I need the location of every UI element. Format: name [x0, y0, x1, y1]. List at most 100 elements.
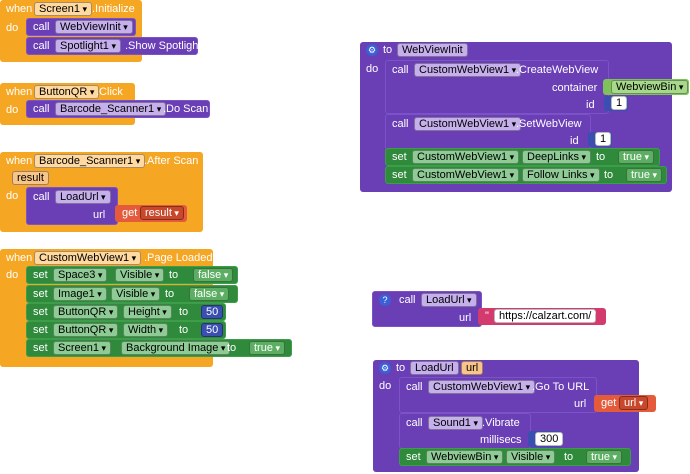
component-dropdown[interactable]: Screen1: [34, 2, 93, 16]
number-field[interactable]: 1: [611, 96, 628, 110]
boolean-value[interactable]: true: [626, 168, 662, 182]
component-dropdown[interactable]: WebviewBin: [611, 80, 689, 94]
call-block-barcode-doscan[interactable]: call Barcode_Scanner1 .Do Scan: [26, 100, 210, 118]
method-name: .Show Spotlight: [125, 40, 202, 52]
procedure-dropdown[interactable]: LoadUrl: [421, 293, 477, 307]
string-block-url[interactable]: " https://calzart.com/ ": [478, 308, 606, 325]
quote-close: ": [592, 310, 596, 322]
component-dropdown[interactable]: Screen1: [53, 341, 112, 355]
gear-icon[interactable]: ⚙: [379, 362, 391, 374]
component-dropdown[interactable]: CustomWebView1: [414, 117, 522, 131]
set-block-buttonqr-width[interactable]: set ButtonQR Width to 50: [26, 321, 226, 339]
when-keyword: when: [6, 155, 33, 167]
procedure-name-field[interactable]: WebViewInit: [397, 43, 468, 57]
argument-label-url: url: [574, 398, 587, 410]
call-keyword: call: [33, 191, 50, 203]
call-block-spotlight[interactable]: call Spotlight1 .Show Spotlight: [26, 37, 202, 55]
do-keyword: do: [6, 22, 19, 34]
call-block-gotourl[interactable]: call CustomWebView1 .Go To URL url: [399, 377, 597, 413]
number-block-id[interactable]: 1: [604, 96, 628, 111]
property-dropdown[interactable]: Visible: [506, 450, 556, 464]
variable-dropdown[interactable]: result: [140, 206, 184, 220]
variable-dropdown[interactable]: url: [619, 396, 649, 410]
procedure-dropdown[interactable]: LoadUrl: [55, 190, 111, 204]
call-block-loadurl-standalone[interactable]: ? call LoadUrl url: [372, 291, 482, 327]
number-value[interactable]: 50: [201, 323, 224, 337]
number-block-id-2[interactable]: 1: [588, 132, 612, 147]
property-dropdown[interactable]: DeepLinks: [522, 150, 592, 164]
call-block-webviewinit[interactable]: call WebViewInit: [26, 18, 136, 36]
set-block-space3-visible[interactable]: set Space3 Visible to false: [26, 266, 238, 284]
call-block-createwebview[interactable]: call CustomWebView1 .CreateWebView conta…: [385, 60, 609, 114]
property-dropdown[interactable]: Height: [123, 305, 172, 319]
boolean-value[interactable]: true: [249, 341, 285, 355]
set-block-screen1-bgimage[interactable]: set Screen1 Background Image to true: [26, 339, 292, 357]
set-block-image1-visible[interactable]: set Image1 Visible to false: [26, 285, 238, 303]
component-dropdown[interactable]: CustomWebView1: [428, 380, 536, 394]
component-dropdown[interactable]: ButtonQR: [53, 323, 119, 337]
gear-icon[interactable]: ⚙: [366, 44, 378, 56]
number-value[interactable]: 50: [201, 305, 224, 319]
to-keyword: to: [383, 44, 393, 56]
boolean-value[interactable]: true: [618, 150, 654, 164]
argument-label-url: url: [459, 312, 472, 324]
component-dropdown[interactable]: Barcode_Scanner1: [55, 102, 167, 116]
call-block-vibrate[interactable]: call Sound1 .Vibrate millisecs: [399, 413, 531, 449]
do-keyword: do: [6, 104, 19, 116]
get-block-url[interactable]: get url: [594, 395, 656, 412]
property-dropdown[interactable]: Follow Links: [522, 168, 600, 182]
property-dropdown[interactable]: Background Image: [121, 341, 231, 355]
number-field[interactable]: 1: [595, 132, 612, 146]
component-dropdown[interactable]: ButtonQR: [53, 305, 119, 319]
get-block-result[interactable]: get result: [115, 205, 187, 222]
boolean-value[interactable]: false: [193, 268, 234, 282]
call-block-setwebview[interactable]: call CustomWebView1 .SetWebView id: [385, 114, 591, 150]
property-dropdown[interactable]: Width: [123, 323, 169, 337]
when-keyword: when: [6, 252, 33, 264]
help-icon[interactable]: ?: [379, 294, 391, 306]
method-name: .Go To URL: [532, 381, 590, 393]
component-dropdown[interactable]: Sound1: [428, 416, 483, 430]
set-keyword: set: [392, 151, 407, 163]
set-keyword: set: [33, 342, 48, 354]
call-block-loadurl[interactable]: call LoadUrl url: [26, 187, 118, 225]
number-field[interactable]: 300: [535, 432, 564, 446]
event-block-buttonqr-click[interactable]: when ButtonQR .Click do: [0, 83, 135, 125]
event-name: .After Scan: [144, 155, 199, 167]
procedure-dropdown[interactable]: WebViewInit: [55, 20, 133, 34]
to-keyword: to: [179, 306, 189, 318]
set-block-buttonqr-height[interactable]: set ButtonQR Height to 50: [26, 303, 226, 321]
property-dropdown[interactable]: Visible: [111, 287, 161, 301]
method-name: .Do Scan: [163, 103, 209, 115]
boolean-value[interactable]: true: [586, 450, 622, 464]
to-keyword: to: [165, 288, 175, 300]
property-dropdown[interactable]: Visible: [115, 268, 165, 282]
string-field[interactable]: https://calzart.com/: [494, 309, 597, 323]
boolean-value[interactable]: false: [189, 287, 230, 301]
component-dropdown[interactable]: Image1: [53, 287, 107, 301]
event-parameter-result[interactable]: result: [12, 171, 49, 185]
component-dropdown[interactable]: Spotlight1: [55, 39, 121, 53]
component-dropdown[interactable]: ButtonQR: [34, 85, 100, 99]
set-keyword: set: [33, 324, 48, 336]
component-block-webviewbin[interactable]: WebviewBin: [603, 79, 689, 95]
component-dropdown[interactable]: CustomWebView1: [412, 168, 520, 182]
procedure-name-field[interactable]: LoadUrl: [410, 361, 459, 375]
to-keyword: to: [596, 151, 606, 163]
get-keyword: get: [122, 207, 138, 219]
to-keyword: to: [604, 169, 614, 181]
component-dropdown[interactable]: Space3: [53, 268, 108, 282]
set-block-webviewbin-visible[interactable]: set WebviewBin Visible to true: [399, 448, 631, 466]
component-dropdown[interactable]: CustomWebView1: [34, 251, 142, 265]
procedure-parameter-url[interactable]: url: [461, 361, 484, 375]
component-dropdown[interactable]: CustomWebView1: [412, 150, 520, 164]
component-dropdown[interactable]: WebviewBin: [426, 450, 504, 464]
number-block-millisecs[interactable]: 300: [528, 431, 564, 447]
component-dropdown[interactable]: Barcode_Scanner1: [34, 154, 146, 168]
set-block-deeplinks[interactable]: set CustomWebView1 DeepLinks to true: [385, 148, 660, 166]
component-dropdown[interactable]: CustomWebView1: [414, 63, 522, 77]
to-keyword: to: [396, 362, 406, 374]
call-keyword: call: [406, 381, 423, 393]
call-keyword: call: [406, 417, 423, 429]
set-block-followlinks[interactable]: set CustomWebView1 Follow Links to true: [385, 166, 667, 184]
